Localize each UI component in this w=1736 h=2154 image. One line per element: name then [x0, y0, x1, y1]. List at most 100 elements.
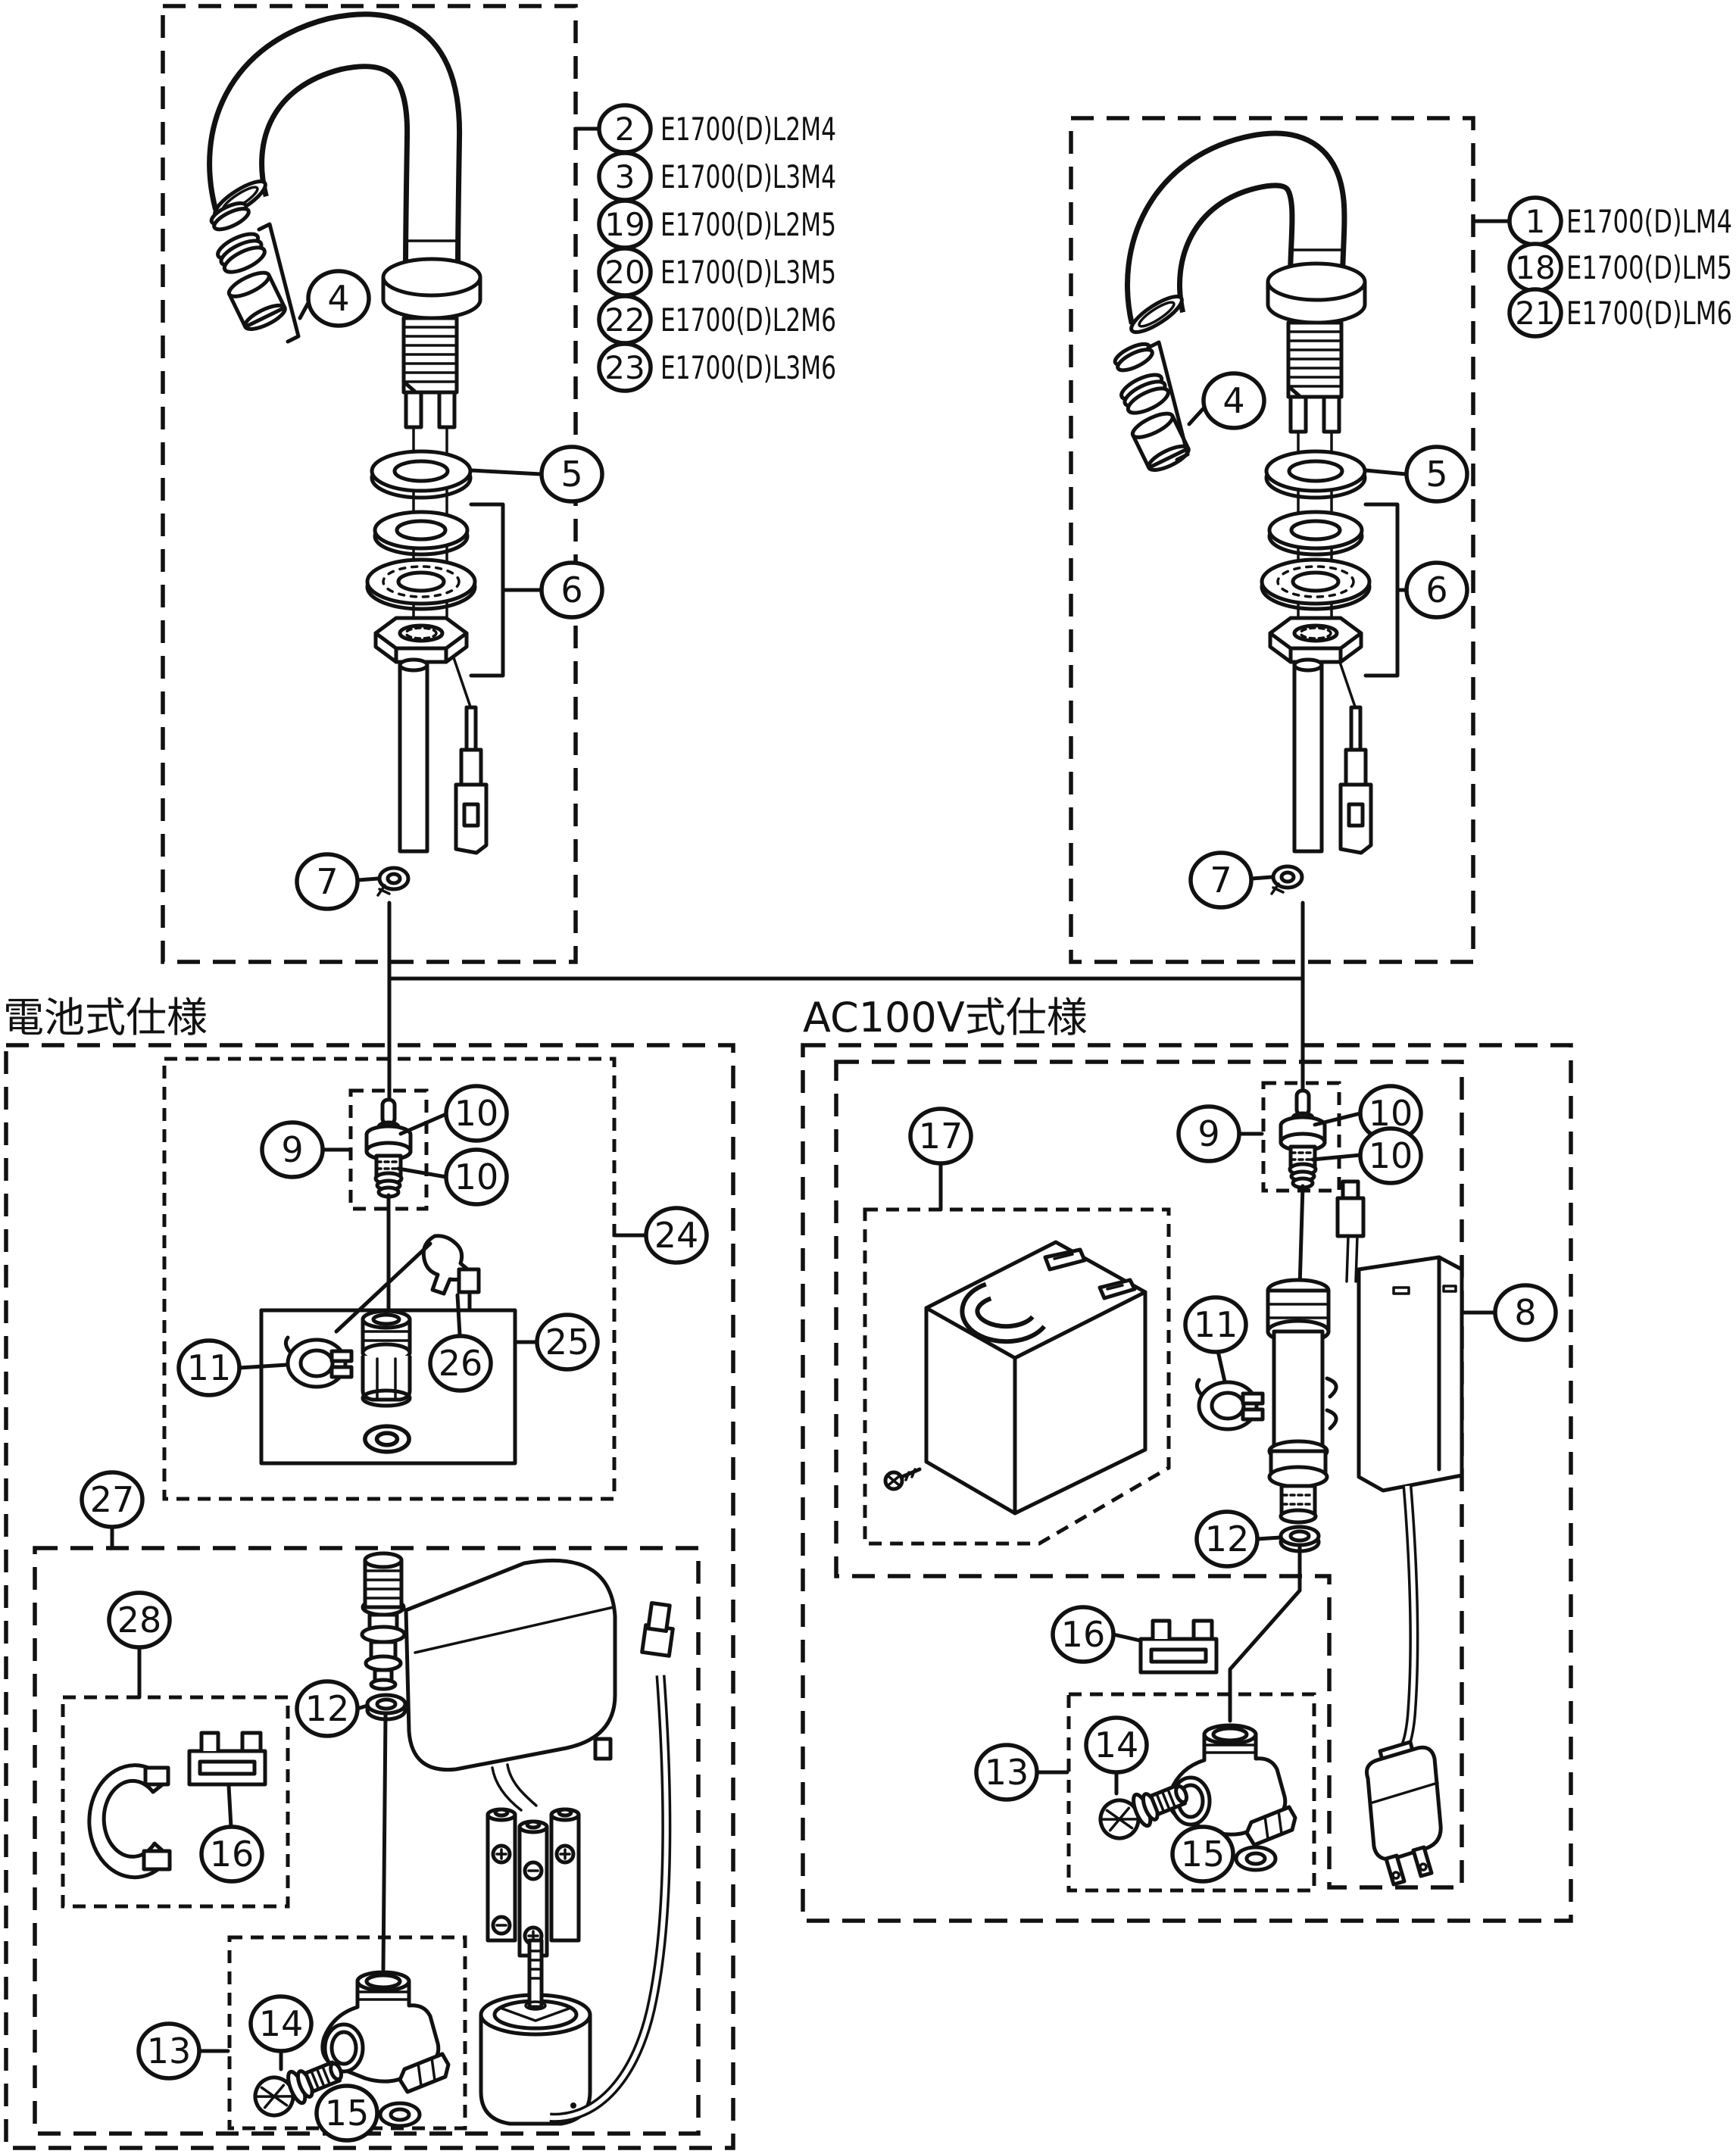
ac-strainer-washer — [1236, 1847, 1275, 1870]
callout-15-ac: 15 — [1170, 1825, 1235, 1884]
svg-text:2: 2 — [615, 111, 635, 148]
callout-9-ac: 9 — [1176, 1104, 1241, 1163]
callout-5-left: 5 — [539, 445, 604, 504]
callout-28: 28 — [107, 1591, 172, 1650]
callout-23: 23 — [597, 342, 653, 393]
left-supply-pipes — [406, 392, 454, 427]
battery-spec-section: 電池式仕様 — [3, 994, 735, 2150]
right-leader-7 — [1250, 875, 1274, 881]
battery-strainer-washer — [380, 2103, 420, 2126]
svg-text:12: 12 — [305, 1688, 350, 1729]
svg-text:5: 5 — [1425, 454, 1447, 495]
right-faucet-dashed-box — [1069, 116, 1475, 964]
right-aerator-bracket — [1146, 340, 1190, 462]
svg-text:7: 7 — [1210, 860, 1232, 901]
left-flat-washer — [375, 512, 467, 554]
callout-10a-ac: 10 — [1358, 1084, 1423, 1143]
svg-text:10: 10 — [454, 1093, 499, 1134]
code-21: E1700(D)LM6 — [1566, 295, 1732, 332]
code-23: E1700(D)L3M6 — [660, 349, 836, 386]
spec-connector-lines — [387, 901, 1305, 1100]
callout-6-right: 6 — [1404, 560, 1469, 620]
right-variant-list: 1 E1700(D)LM4 18 E1700(D)LM5 21 E1700(D)… — [1471, 195, 1732, 339]
svg-text:21: 21 — [1515, 295, 1555, 332]
battery-pack — [486, 1807, 581, 1958]
left-mount-washer — [372, 451, 470, 498]
svg-text:3: 3 — [615, 158, 635, 195]
svg-text:10: 10 — [1369, 1135, 1413, 1176]
ac-spec-section: AC100V式仕様 — [801, 994, 1573, 1923]
svg-text:15: 15 — [325, 2093, 370, 2134]
right-mount-washer — [1266, 451, 1365, 498]
battery-elbow-axis — [381, 1712, 388, 1971]
callout-18: 18 — [1507, 242, 1563, 293]
svg-text:16: 16 — [210, 1834, 254, 1875]
ac-screw — [883, 1467, 922, 1491]
battery-leaders-10 — [396, 1112, 448, 1179]
battery-leader-26 — [455, 1293, 462, 1337]
battery-group28-box — [61, 1695, 290, 1909]
callout-11-battery: 11 — [176, 1338, 242, 1397]
callout-6-left: 6 — [539, 560, 604, 620]
left-base-flange — [383, 259, 480, 318]
svg-text:4: 4 — [1222, 380, 1244, 421]
svg-text:23: 23 — [604, 349, 645, 386]
ac-solenoid-assembly — [1266, 1179, 1464, 1525]
code-18: E1700(D)LM5 — [1566, 249, 1732, 286]
right-clip-part — [1272, 866, 1302, 894]
ac-power-cord-plug — [1365, 1485, 1443, 1887]
callout-4-right: 4 — [1201, 371, 1266, 430]
ac-group13-box — [1066, 1692, 1316, 1893]
callout-10b-ac: 10 — [1358, 1126, 1423, 1185]
svg-text:5: 5 — [560, 454, 582, 495]
callout-22: 22 — [597, 294, 653, 345]
left-lock-washer — [367, 560, 475, 609]
code-20: E1700(D)L3M5 — [660, 254, 836, 291]
ac-leaders-10 — [1310, 1111, 1363, 1162]
callout-4-left: 4 — [306, 269, 371, 328]
svg-text:27: 27 — [90, 1479, 135, 1520]
svg-text:9: 9 — [1197, 1113, 1219, 1154]
right-mount-nut — [1270, 618, 1361, 662]
svg-text:14: 14 — [1094, 1725, 1139, 1765]
right-flat-washer — [1269, 512, 1362, 554]
callout-10b-battery: 10 — [444, 1147, 509, 1207]
right-leader-4 — [1187, 405, 1207, 426]
left-leader-7 — [356, 876, 380, 882]
battery-c-clip — [89, 1765, 170, 1878]
battery-group13-box — [227, 1935, 467, 2131]
right-faucet-spout — [1125, 130, 1347, 335]
right-riser-tube — [1294, 660, 1322, 851]
right-sensor-cable — [1341, 707, 1371, 853]
left-aerator-bracket — [257, 222, 301, 344]
svg-text:8: 8 — [1514, 1292, 1536, 1333]
callout-14-ac: 14 — [1084, 1715, 1149, 1775]
code-19: E1700(D)L2M5 — [660, 206, 836, 243]
battery-unit-base — [479, 1938, 592, 2126]
callout-11-ac: 11 — [1183, 1295, 1248, 1354]
callout-12-battery: 12 — [295, 1679, 360, 1738]
svg-text:18: 18 — [1515, 249, 1555, 286]
svg-text:28: 28 — [117, 1600, 162, 1640]
svg-text:9: 9 — [281, 1129, 303, 1170]
callout-16-ac: 16 — [1051, 1605, 1116, 1664]
svg-text:1: 1 — [1525, 203, 1546, 240]
callout-7-left: 7 — [295, 852, 360, 911]
callout-9-battery: 9 — [260, 1120, 325, 1179]
ac-check-valve — [1281, 1091, 1325, 1188]
callout-10a-battery: 10 — [444, 1084, 509, 1143]
callout-3: 3 — [597, 151, 653, 202]
battery-union-washer — [365, 1426, 409, 1452]
svg-text:17: 17 — [919, 1116, 963, 1157]
right-threaded-shank — [1288, 323, 1341, 397]
ac-outer-box — [801, 1043, 1573, 1923]
battery-union-nut — [363, 1311, 410, 1406]
callout-8: 8 — [1493, 1283, 1558, 1342]
svg-text:7: 7 — [316, 861, 338, 902]
svg-text:14: 14 — [259, 2003, 304, 2044]
svg-text:13: 13 — [985, 1752, 1029, 1793]
svg-text:4: 4 — [327, 278, 349, 319]
svg-text:22: 22 — [604, 301, 645, 339]
callout-12-ac: 12 — [1194, 1509, 1260, 1569]
right-base-flange — [1268, 264, 1365, 323]
